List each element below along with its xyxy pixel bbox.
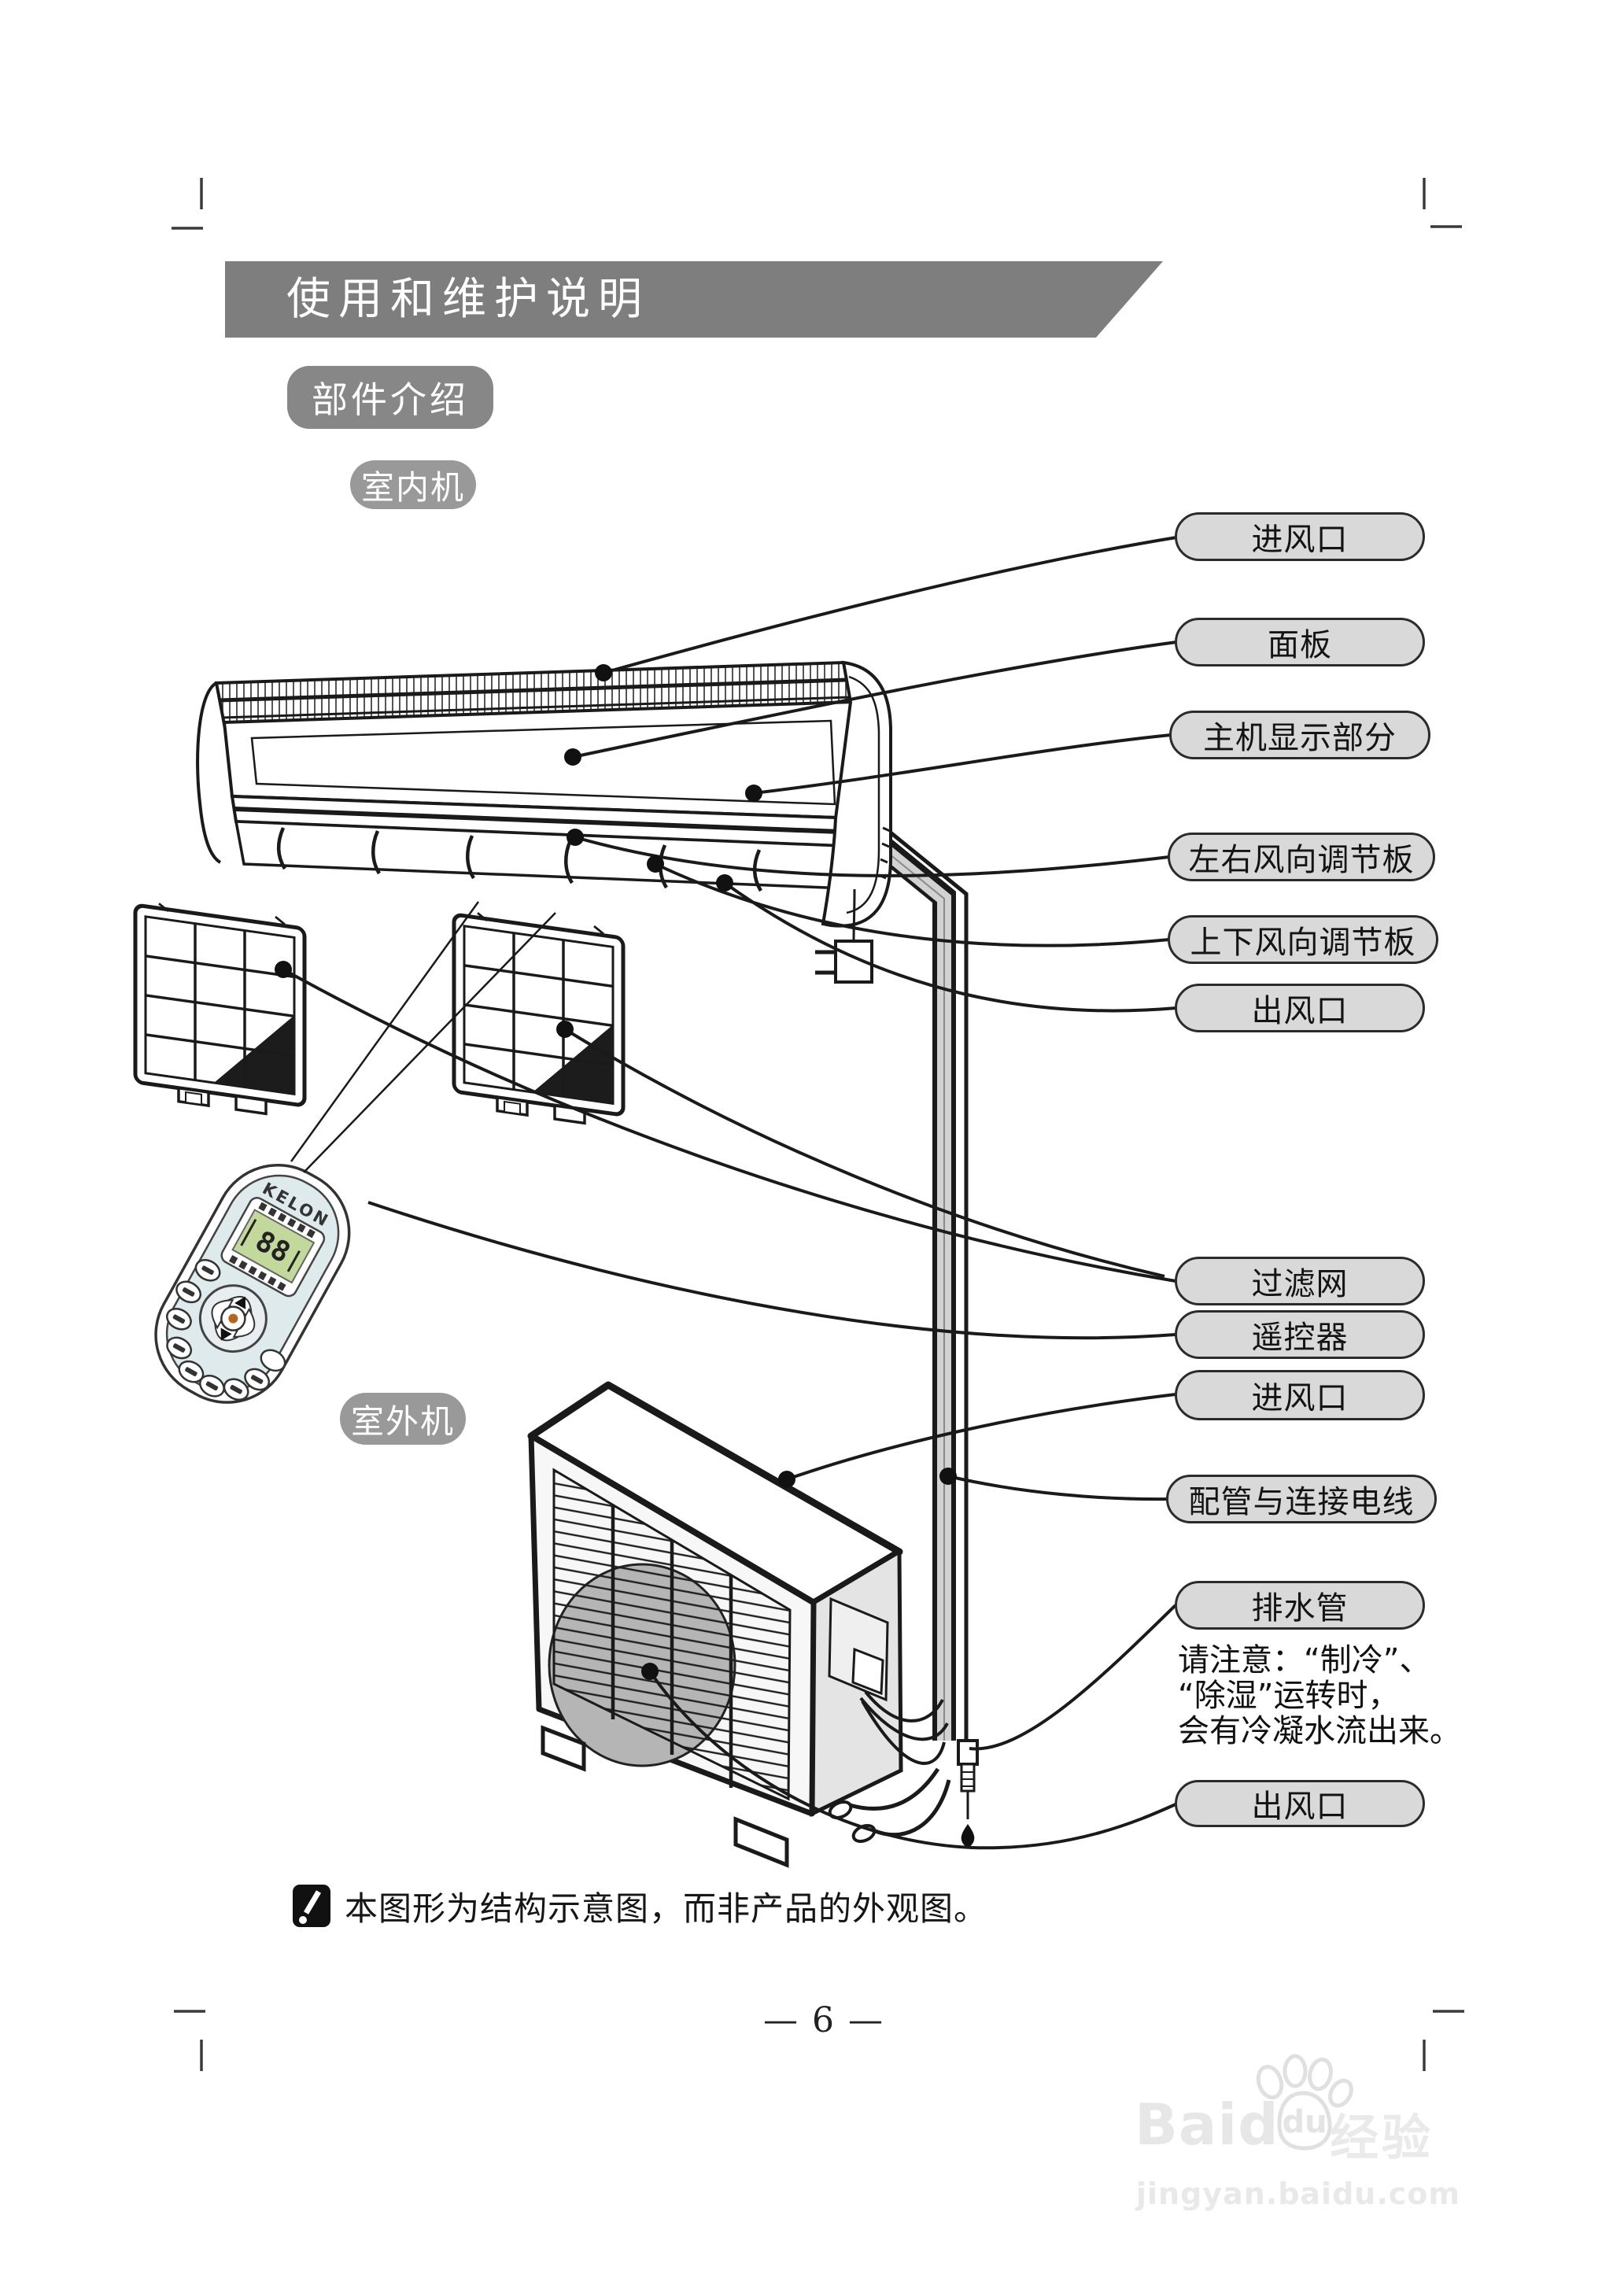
leader-lines xyxy=(282,536,1177,1850)
leader-main-display xyxy=(753,733,1172,795)
callout-air-inlet-indoor: 进风口 xyxy=(1175,512,1425,561)
leader-filter-left xyxy=(282,968,1176,1283)
callout-ud-louver: 上下风向调节板 xyxy=(1168,915,1438,964)
condensate-note: 请注意：“制冷”、 “除湿”运转时， 会有冷凝水流出来。 xyxy=(1178,1642,1461,1750)
watermark-url: jingyan.baidu.com xyxy=(1136,2177,1460,2211)
power-button-dot xyxy=(228,1313,238,1324)
note-pen-icon xyxy=(293,1885,330,1927)
filter-panel-left xyxy=(135,897,304,1119)
crop-marks xyxy=(172,178,1464,2071)
remote-lcd xyxy=(231,1209,316,1284)
remote-signal-lines xyxy=(290,901,556,1173)
footer-note: 本图形为结构示意图，而非产品的外观图。 xyxy=(293,1884,987,1928)
leader-panel xyxy=(572,641,1177,759)
baidu-paw-icon: du xyxy=(1256,2054,1353,2151)
watermark-brand-cn: 经验 xyxy=(1330,2109,1434,2166)
leader-piping xyxy=(947,1475,1170,1501)
callout-remote: 遥控器 xyxy=(1175,1310,1425,1359)
page-number: — 6 — xyxy=(763,2000,884,2040)
remote-buttons xyxy=(166,1258,286,1401)
leader-air-inlet-outdoor xyxy=(786,1393,1176,1481)
callout-piping: 配管与连接电线 xyxy=(1166,1475,1437,1523)
leader-ud-louver xyxy=(655,862,1170,947)
header-banner: 使用和维护说明 xyxy=(225,261,1163,338)
section-pill-label: 部件介绍 xyxy=(312,378,469,421)
leader-air-outlet-indoor xyxy=(723,881,1177,1013)
callout-main-display: 主机显示部分 xyxy=(1169,711,1430,759)
callout-filter: 过滤网 xyxy=(1175,1257,1425,1305)
callout-lr-louver: 左右风向调节板 xyxy=(1168,833,1435,881)
watermark: Baidu du 经验 jingyan.baidu.com xyxy=(1124,2054,1462,2211)
leader-filter-right xyxy=(563,1028,1165,1278)
leader-air-outlet-outdoor xyxy=(648,1670,1176,1850)
footer-note-text: 本图形为结构示意图，而非产品的外观图。 xyxy=(345,1889,988,1928)
svg-text:du: du xyxy=(1282,2104,1327,2140)
section-pill: 部件介绍 xyxy=(287,366,493,429)
leader-lr-louver xyxy=(574,836,1170,877)
indoor-unit-label: 室内机 xyxy=(350,460,476,509)
water-droplet xyxy=(961,1824,975,1848)
lcd-icon-row xyxy=(228,1202,316,1291)
callout-dots xyxy=(275,664,957,1680)
remote-control-drawing: KELON 88 xyxy=(154,1164,351,1404)
page-title: 使用和维护说明 xyxy=(286,274,650,325)
callout-air-inlet-outdoor: 进风口 xyxy=(1175,1370,1425,1420)
outdoor-unit-drawing xyxy=(527,1381,979,1868)
leader-drain xyxy=(969,1604,1177,1751)
leader-air-inlet-indoor xyxy=(603,536,1177,674)
callout-air-outlet-indoor: 出风口 xyxy=(1175,984,1425,1032)
callout-air-outlet-outdoor: 出风口 xyxy=(1175,1780,1425,1827)
outdoor-unit-label: 室外机 xyxy=(340,1393,466,1445)
drain xyxy=(957,1739,979,1848)
callout-drain: 排水管 xyxy=(1175,1581,1425,1630)
callout-panel: 面板 xyxy=(1175,618,1425,666)
leader-remote xyxy=(367,1201,1176,1340)
